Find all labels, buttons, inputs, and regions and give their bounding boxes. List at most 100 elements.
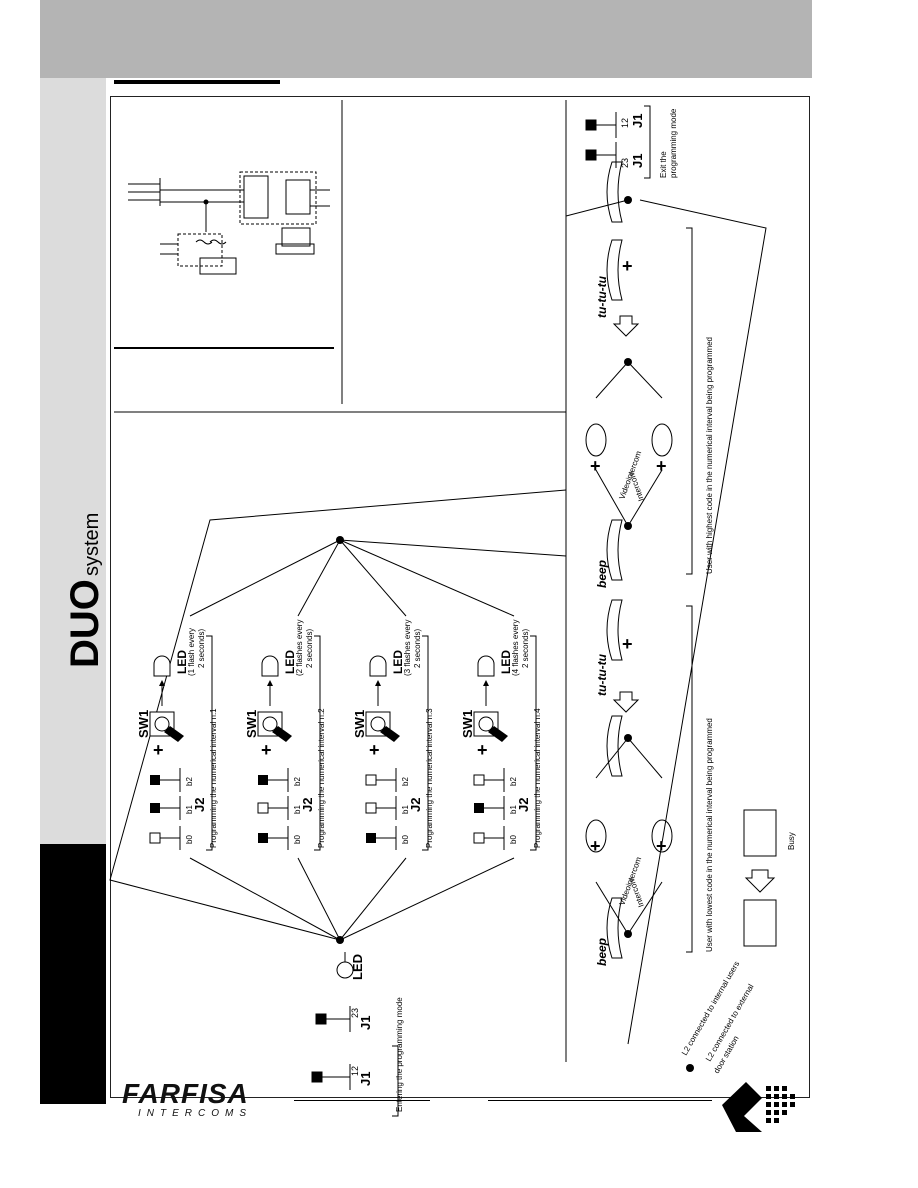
interval-caption: Programming the numerical interval n.3	[425, 708, 434, 848]
section-rule	[114, 80, 280, 84]
pressing-hand-icon	[488, 726, 508, 742]
jumper-bit-label: b1	[293, 805, 302, 814]
led-flash-text-2: 2 seconds)	[197, 629, 206, 668]
jumper-bit-label: b0	[401, 835, 410, 844]
exit-label-line2: programming mode	[669, 108, 678, 178]
plus-sign: +	[153, 740, 164, 760]
sw1-button-knob	[262, 716, 278, 732]
led-icon	[261, 655, 279, 677]
sw1-label: SW1	[244, 710, 259, 738]
entering-programming-mode-label: Entering the programming mode	[395, 997, 404, 1112]
jumper-bit-label: b2	[293, 777, 302, 786]
sw1-label: SW1	[460, 710, 475, 738]
jumper-closed	[474, 803, 484, 813]
led-flash-text-1: (2 flashes every	[295, 620, 304, 676]
wiring-sketch	[128, 171, 330, 275]
interval-caption: Programming the numerical interval n.2	[317, 708, 326, 848]
arrow-head	[375, 680, 381, 686]
beep-label-lower: beep	[595, 938, 609, 966]
jumper-open	[149, 832, 161, 844]
led-label: LED	[499, 650, 513, 674]
side-block	[40, 844, 106, 1104]
j2-label: J2	[516, 798, 531, 812]
pressing-hand-icon	[272, 726, 292, 742]
j2-label: J2	[408, 798, 423, 812]
sw1-button-knob	[154, 716, 170, 732]
sw1-button-knob	[478, 716, 494, 732]
j1-entry-b: J1	[358, 1016, 373, 1030]
interval-caption: Programming the numerical interval n.4	[533, 708, 542, 848]
duo-system-logo: DUO system	[63, 513, 107, 668]
led-flash-text-1: (3 flashes every	[403, 620, 412, 676]
jumper-open	[365, 802, 377, 814]
sw1-button	[473, 711, 499, 737]
j2-label: J2	[192, 798, 207, 812]
jumper-bit-label: b1	[185, 805, 194, 814]
plus-sign: +	[656, 836, 667, 856]
jumper-open	[365, 774, 377, 786]
highest-user-label: User with highest code in the numerical …	[705, 337, 714, 574]
jumper-bit-label: b2	[401, 777, 410, 786]
jumper-bit-label: b2	[185, 777, 194, 786]
plus-sign: +	[622, 256, 633, 276]
tutu-label-upper: tu-tu-tu	[595, 275, 609, 318]
pins-12-entry: 12	[350, 1066, 360, 1076]
jumper-closed	[258, 833, 268, 843]
jumper-bit-label: b0	[293, 835, 302, 844]
led-icon	[477, 655, 495, 677]
arrow-head	[483, 680, 489, 686]
plus-sign: +	[622, 634, 633, 654]
jumper-bit-label: b0	[509, 835, 518, 844]
jumper-closed	[366, 833, 376, 843]
duo-logo-text: DUO	[63, 579, 107, 668]
sw1-label: SW1	[352, 710, 367, 738]
j2-label: J2	[300, 798, 315, 812]
header-band	[40, 0, 812, 78]
busy-label: Busy	[787, 832, 796, 850]
led-icon	[153, 655, 171, 677]
arrow-head	[267, 680, 273, 686]
plus-sign: +	[477, 740, 488, 760]
farfisa-brand: FARFISA INTERCOMS	[122, 1080, 292, 1120]
beep-label-upper: beep	[595, 560, 609, 588]
led-label: LED	[175, 650, 189, 674]
plus-sign: +	[590, 456, 601, 476]
arrow-head	[159, 680, 165, 686]
pins-23-exit: 23	[620, 158, 630, 168]
led-entry: LED	[350, 954, 365, 980]
sw1-label: SW1	[136, 710, 151, 738]
jumper-closed	[150, 803, 160, 813]
jumper-bit-label: b0	[185, 835, 194, 844]
exit-label-line1: Exit the	[659, 151, 668, 178]
plus-sign: +	[590, 836, 601, 856]
side-band	[40, 78, 106, 844]
diagram-frame	[110, 96, 810, 1098]
exit-jumpers	[585, 112, 617, 168]
brand-name: FARFISA	[122, 1078, 249, 1109]
lowest-user-label: User with lowest code in the numerical i…	[705, 718, 714, 952]
plus-sign: +	[656, 456, 667, 476]
brand-sub: INTERCOMS	[138, 1108, 252, 1119]
handset-icons	[585, 161, 777, 959]
corner-logo	[722, 1082, 795, 1132]
led-label: LED	[391, 650, 405, 674]
plus-sign: +	[369, 740, 380, 760]
jumper-bit-label: b1	[509, 805, 518, 814]
j1-entry-a: J1	[358, 1072, 373, 1086]
led-flash-text-2: 2 seconds)	[305, 629, 314, 668]
interval-caption: Programming the numerical interval n.1	[209, 708, 218, 848]
footer-rule-right	[488, 1100, 712, 1101]
led-flash-text-1: (1 flash every	[187, 628, 196, 676]
jumper-open	[473, 774, 485, 786]
sw1-button-knob	[370, 716, 386, 732]
led-label: LED	[283, 650, 297, 674]
system-logo-text: system	[81, 513, 103, 576]
j1-exit-a: J1	[630, 114, 645, 128]
plus-sign: +	[261, 740, 272, 760]
led-flash-text-1: (4 flashes every	[511, 620, 520, 676]
flow-line-exit	[565, 199, 629, 1062]
pressing-hand-icon	[164, 726, 184, 742]
led-icon	[369, 655, 387, 677]
pins-12-exit: 12	[620, 118, 630, 128]
